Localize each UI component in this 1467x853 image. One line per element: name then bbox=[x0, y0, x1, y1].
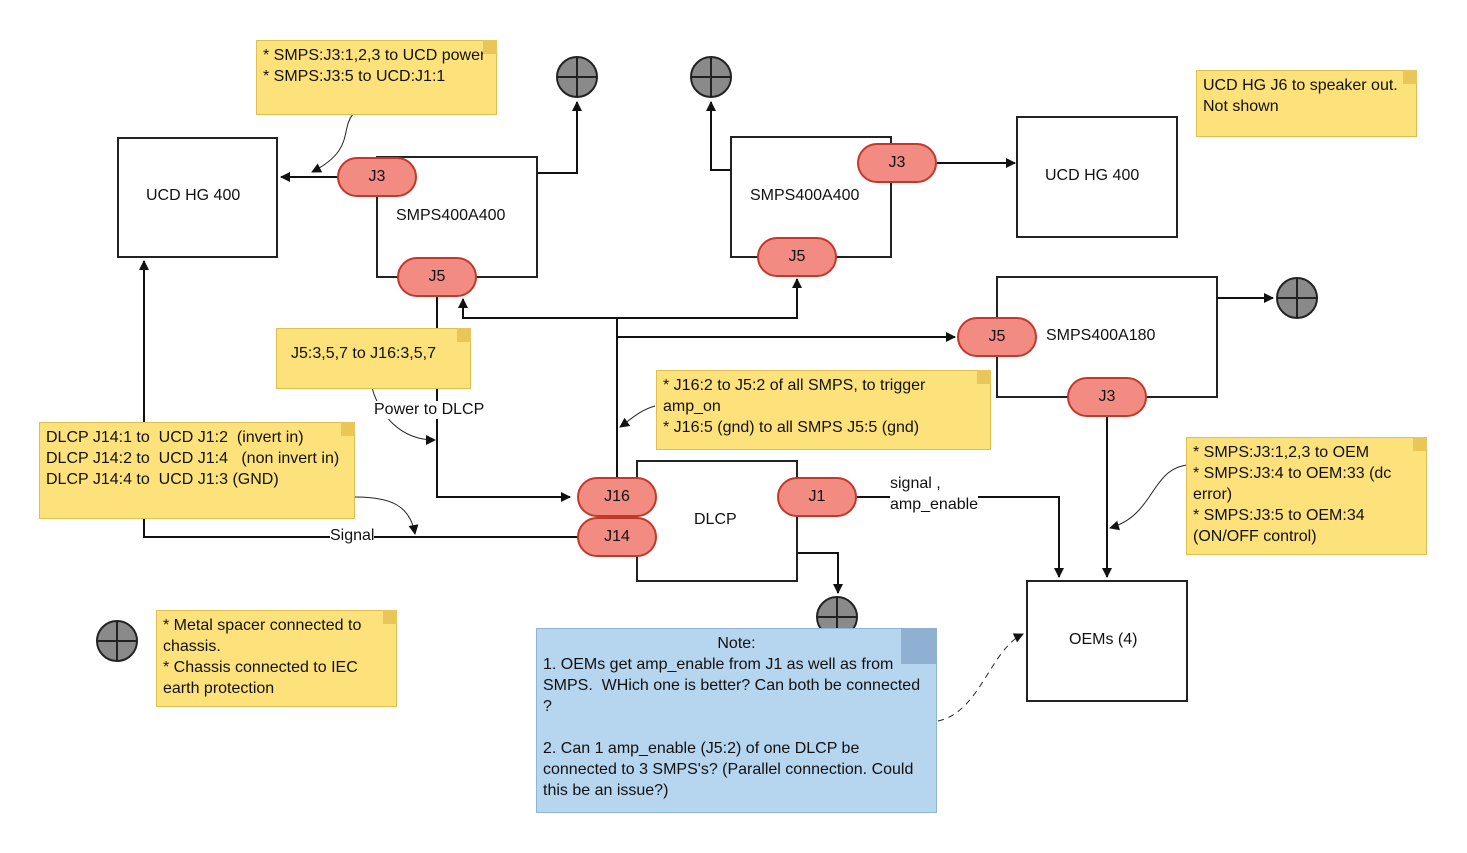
wire-dlcp-to-ground bbox=[797, 552, 843, 594]
note-line: * J16:2 to J5:2 of all SMPS, to trigger … bbox=[663, 377, 930, 415]
note-line: 1. OEMs get amp_enable from J1 as well a… bbox=[543, 656, 925, 715]
block-label: OEMs (4) bbox=[1069, 631, 1138, 648]
block-label: UCD HG 400 bbox=[146, 187, 241, 204]
wire-bus-to-smps-middle-j5 bbox=[617, 278, 802, 319]
wire-signal-j14-to-ucd bbox=[139, 260, 578, 538]
note-line: UCD HG J6 to speaker out. Not shown bbox=[1203, 77, 1403, 115]
edge-label-signal: Signal bbox=[330, 527, 375, 545]
edge-label-signal-amp-enable-1: signal , bbox=[890, 475, 941, 493]
note-line: 2. Can 1 amp_enable (J5:2) of one DLCP b… bbox=[543, 740, 918, 799]
note-smps-ucd-power: * SMPS:J3:1,2,3 to UCD power * SMPS:J3:5… bbox=[256, 40, 497, 115]
pointer-note-smps-oem bbox=[1109, 464, 1188, 531]
note-dlcp-j14-ucd: DLCP J14:1 to UCD J1:2 (invert in) DLCP … bbox=[39, 422, 355, 519]
connector-smps-left-j3: J3 bbox=[337, 157, 417, 197]
connector-smps-left-j5: J5 bbox=[397, 257, 477, 297]
connector-dlcp-j1: J1 bbox=[777, 477, 857, 517]
note-line: DLCP J14:1 to UCD J1:2 (invert in) bbox=[46, 429, 304, 446]
note-line: DLCP J14:4 to UCD J1:3 (GND) bbox=[46, 471, 279, 488]
note-line: * SMPS:J3:1,2,3 to UCD power bbox=[263, 47, 486, 64]
pointer-note-j16-j5 bbox=[619, 405, 656, 428]
note-smps-to-oem: * SMPS:J3:1,2,3 to OEM * SMPS:J3:4 to OE… bbox=[1186, 437, 1427, 555]
block-label: SMPS400A400 bbox=[396, 207, 506, 224]
oems: OEMs (4) bbox=[1026, 580, 1188, 702]
earth-ground-icon bbox=[690, 56, 732, 98]
connector-smps-middle-j5: J5 bbox=[757, 237, 837, 277]
note-metal-spacer: * Metal spacer connected to chassis. * C… bbox=[156, 610, 397, 707]
wire-power-j5-to-j16 bbox=[436, 296, 571, 502]
note-j16-to-j5: * J16:2 to J5:2 of all SMPS, to trigger … bbox=[656, 370, 991, 450]
note-line: * SMPS:J3:5 to UCD:J1:1 bbox=[263, 68, 446, 85]
pointer-note-j5-j16 bbox=[371, 387, 436, 445]
note-line: * SMPS:J3:4 to OEM:33 (dc error) bbox=[1193, 465, 1396, 503]
pointer-question-note bbox=[937, 633, 1024, 722]
edge-label-signal-amp-enable-2: amp_enable bbox=[890, 496, 979, 514]
edge-label-power-to-dlcp: Power to DLCP bbox=[374, 401, 485, 419]
earth-ground-icon bbox=[816, 596, 858, 638]
connector-dlcp-j16: J16 bbox=[577, 477, 657, 517]
note-line: J5:3,5,7 to J16:3,5,7 bbox=[291, 345, 436, 362]
pointer-note-dlcp-j14 bbox=[354, 496, 419, 535]
block-label: SMPS400A400 bbox=[750, 187, 860, 204]
earth-ground-icon bbox=[1276, 277, 1318, 319]
wire-smps-left-to-ground bbox=[538, 101, 582, 174]
note-line: * J16:5 (gnd) to all SMPS J5:5 (gnd) bbox=[663, 419, 920, 436]
note-j5-to-j16: J5:3,5,7 to J16:3,5,7 bbox=[276, 328, 471, 389]
dlcp: DLCP bbox=[636, 460, 798, 582]
note-title: Note: bbox=[717, 635, 756, 652]
earth-ground-icon bbox=[96, 620, 138, 662]
wire-bus-to-smps-left-j5 bbox=[458, 298, 617, 319]
note-line: * SMPS:J3:1,2,3 to OEM bbox=[1193, 444, 1370, 461]
ucd-hg-400-right: UCD HG 400 bbox=[1016, 116, 1178, 238]
connector-dlcp-j14: J14 bbox=[577, 517, 657, 557]
note-ucd-j6-speaker: UCD HG J6 to speaker out. Not shown bbox=[1196, 70, 1417, 137]
earth-ground-icon bbox=[556, 56, 598, 98]
note-line: DLCP J14:2 to UCD J1:4 (non invert in) bbox=[46, 450, 340, 467]
block-label: DLCP bbox=[694, 511, 737, 528]
connector-smps180-j3: J3 bbox=[1067, 377, 1147, 417]
connector-smps180-j5: J5 bbox=[957, 317, 1037, 357]
wire-smps-middle-to-ground bbox=[706, 101, 731, 171]
block-label: SMPS400A180 bbox=[1046, 327, 1156, 344]
block-label: UCD HG 400 bbox=[1045, 167, 1140, 184]
ucd-hg-400-left: UCD HG 400 bbox=[117, 137, 278, 258]
connector-smps-middle-j3: J3 bbox=[857, 143, 937, 183]
note-line bbox=[543, 717, 930, 738]
note-line: * Chassis connected to IEC earth protect… bbox=[163, 659, 363, 697]
note-question: Note: 1. OEMs get amp_enable from J1 as … bbox=[536, 628, 937, 813]
note-line: * SMPS:J3:5 to OEM:34 (ON/OFF control) bbox=[1193, 507, 1370, 545]
pointer-note-smps-ucd bbox=[311, 113, 354, 173]
note-line: * Metal spacer connected to chassis. bbox=[163, 617, 366, 655]
